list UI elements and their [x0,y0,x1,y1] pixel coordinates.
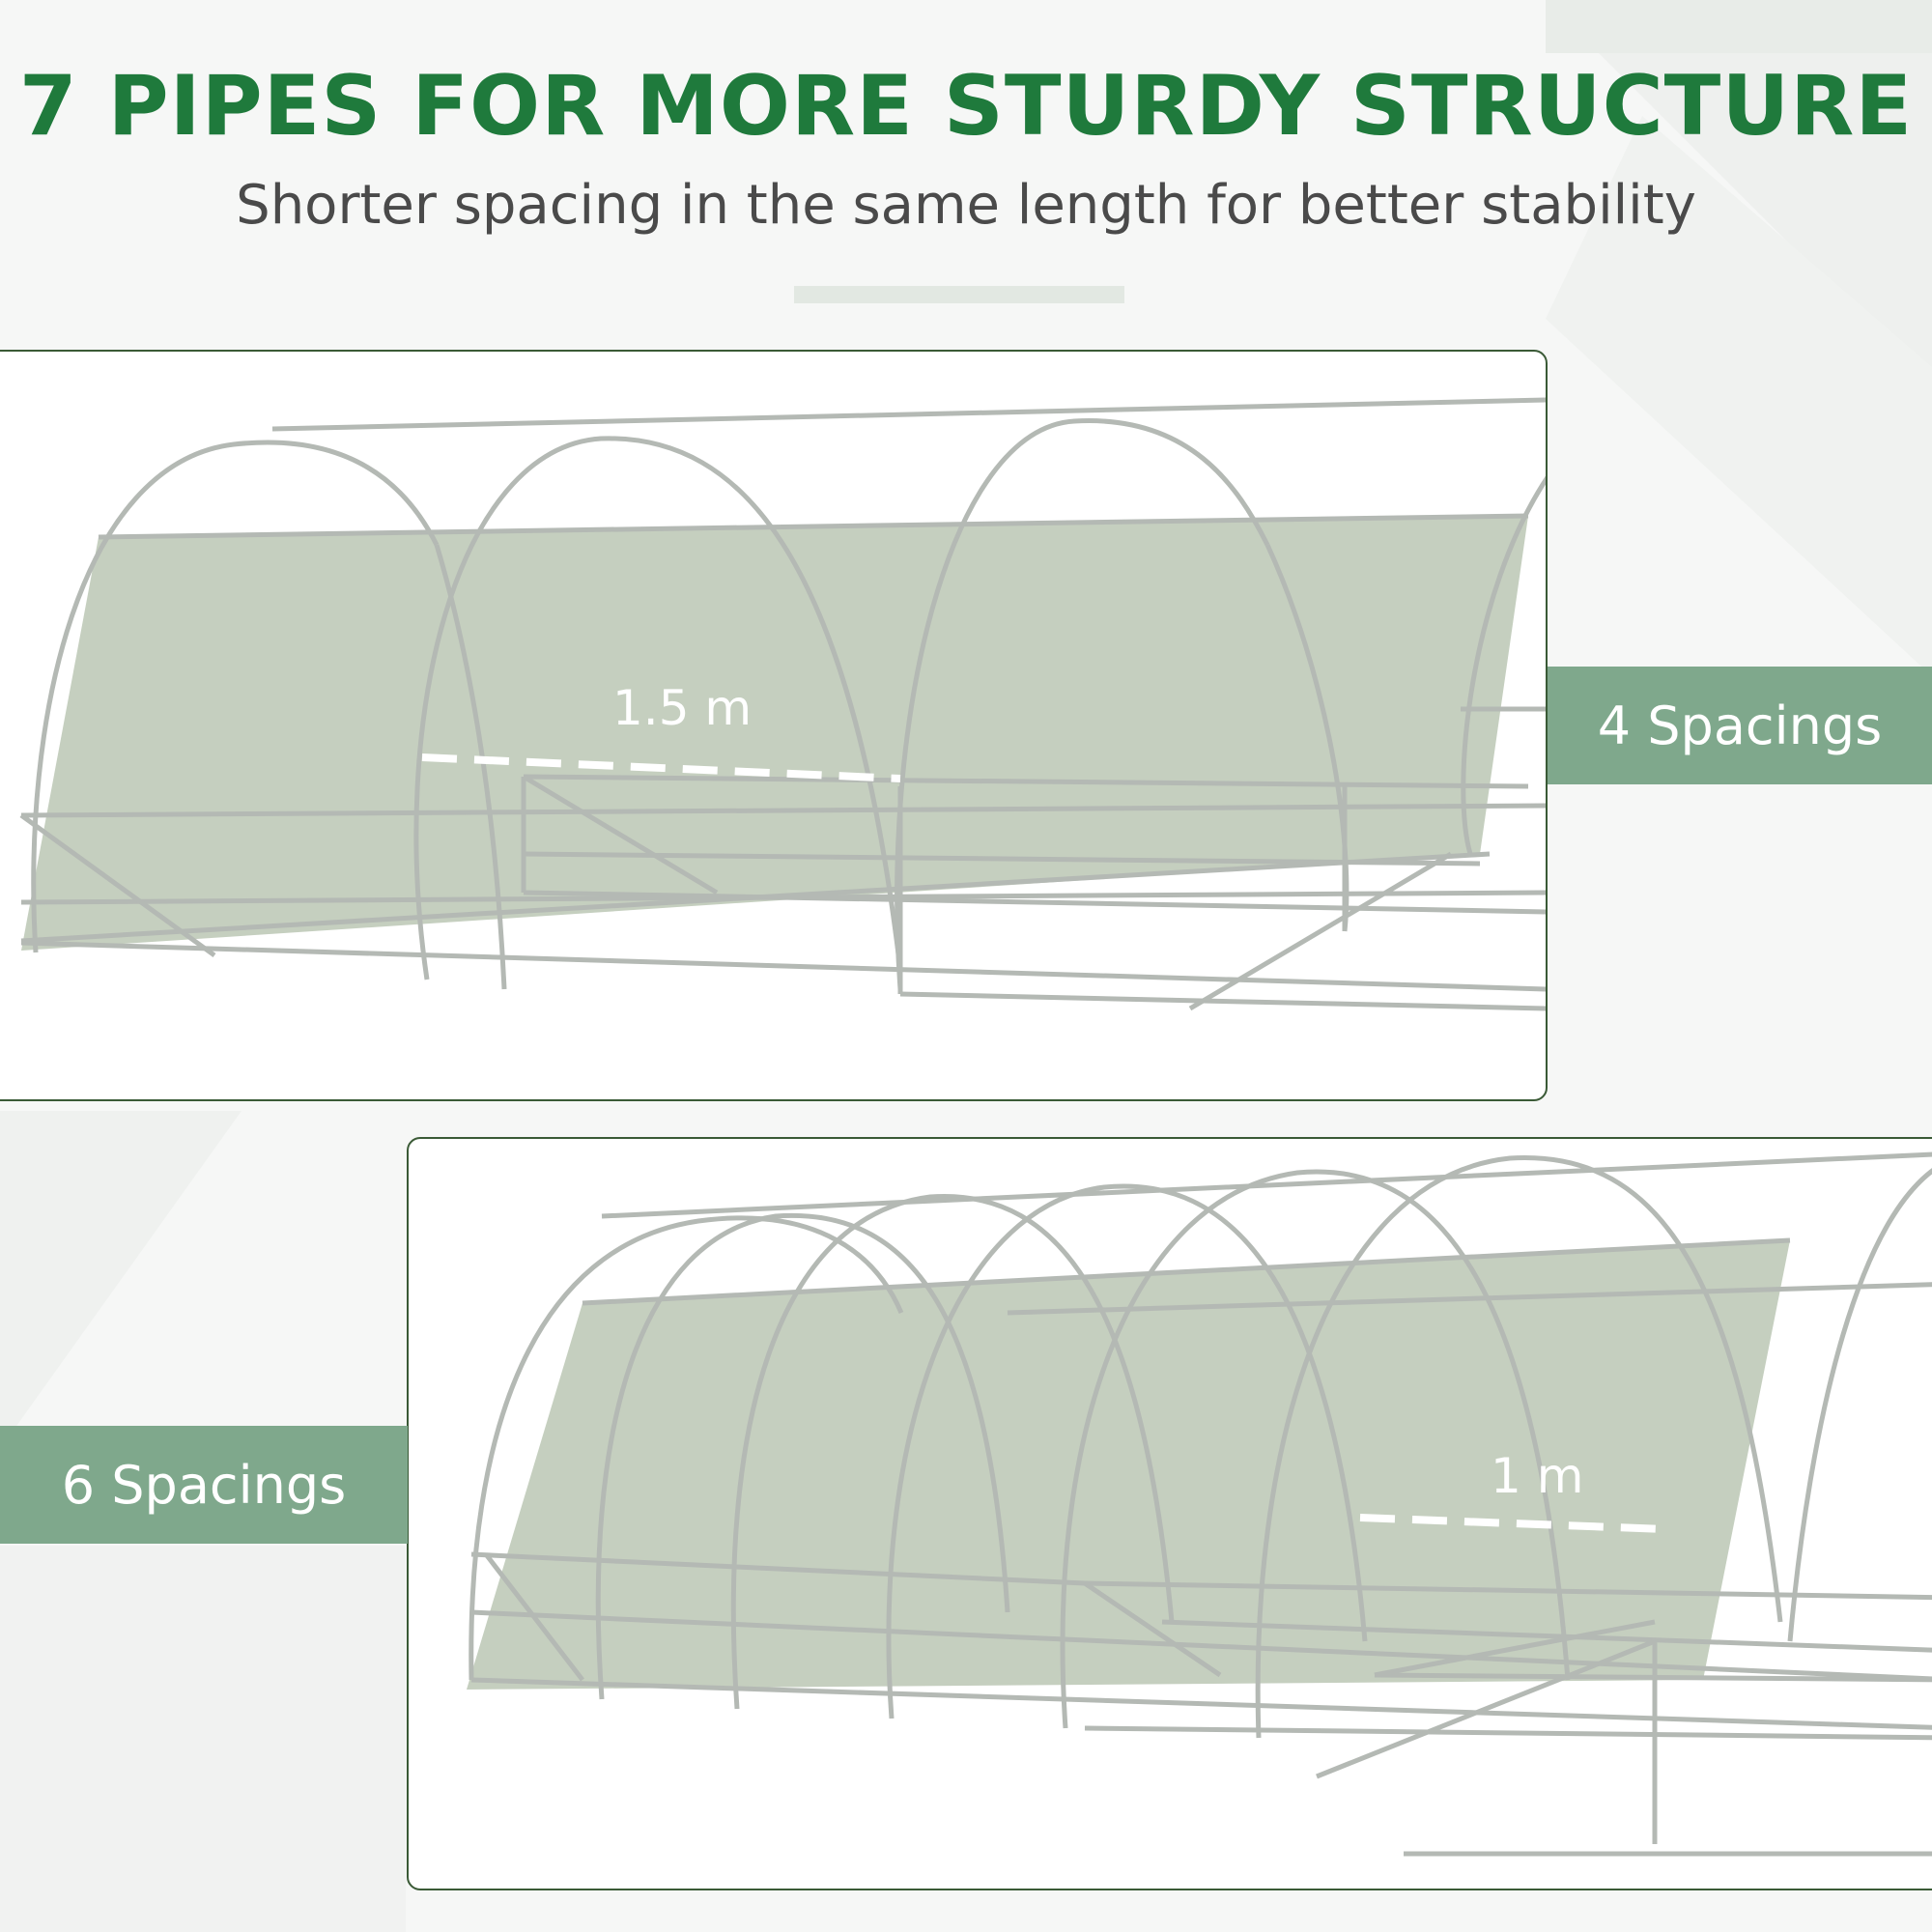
page-title: 7 PIPES FOR MORE STURDY STRUCTURE [18,58,1914,155]
top-greenhouse-panel: 1.5 m [0,350,1548,1101]
top-dimension-label: 1.5 m [612,680,753,736]
bottom-spacing-badge: 6 Spacings [0,1426,408,1544]
bottom-dimension-label: 1 m [1491,1448,1584,1504]
page-subtitle: Shorter spacing in the same length for b… [236,174,1696,237]
top-dimension-line [421,753,901,782]
top-greenhouse-illustration [19,397,1546,1011]
bottom-greenhouse-illustration [467,1151,1932,1857]
top-spacing-badge: 4 Spacings [1548,667,1932,784]
top-cover-fill [21,516,1528,951]
bottom-greenhouse-panel: 1 m [407,1137,1932,1890]
bottom-cover-fill [467,1240,1790,1690]
title-divider [794,286,1124,303]
